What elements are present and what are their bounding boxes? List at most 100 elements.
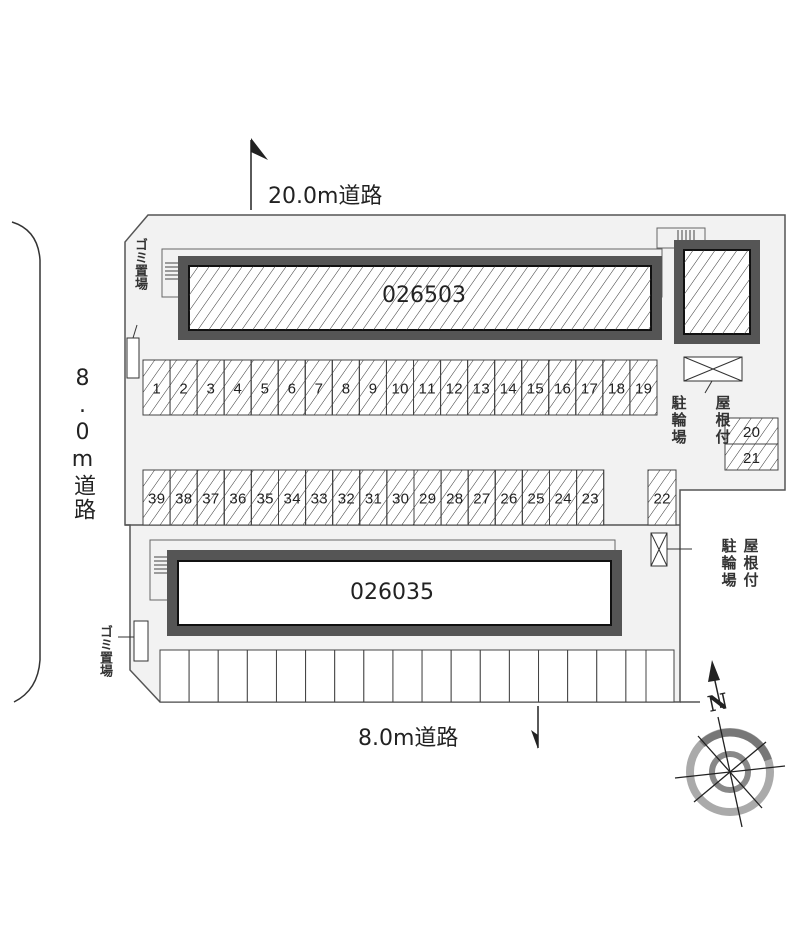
parking-slot-number: 17 — [581, 381, 598, 398]
parking-slot[interactable] — [508, 649, 540, 703]
bike-parking-top — [683, 356, 743, 394]
parking-slot-number: 29 — [419, 491, 436, 508]
parking-slot[interactable]: 1 — [142, 359, 171, 416]
parking-slot-box — [421, 649, 452, 703]
parking-slot-number: 13 — [473, 381, 490, 398]
parking-slot-number: 4 — [234, 381, 242, 398]
parking-slot-number: 16 — [554, 381, 571, 398]
stairs-icon — [154, 230, 695, 574]
parking-slot-box — [142, 469, 171, 526]
building-026035[interactable] — [167, 550, 622, 636]
parking-slot[interactable]: 12 — [440, 359, 469, 416]
parking-slot-number: 22 — [654, 491, 671, 508]
parking-slot[interactable]: 4 — [223, 359, 252, 416]
parking-slot[interactable]: 6 — [277, 359, 306, 416]
parking-slot[interactable]: 30 — [386, 469, 415, 526]
parking-slot[interactable]: 17 — [575, 359, 604, 416]
parking-slot[interactable]: 34 — [278, 469, 307, 526]
parking-slot-number: 34 — [284, 491, 301, 508]
parking-slot[interactable] — [188, 649, 219, 703]
parking-slot[interactable]: 29 — [413, 469, 442, 526]
parking-slot-box — [494, 469, 523, 526]
parking-slot[interactable]: 33 — [305, 469, 334, 526]
parking-slot-number: 3 — [206, 381, 214, 398]
parking-slot[interactable]: 5 — [250, 359, 279, 416]
parking-slot[interactable]: 13 — [467, 359, 496, 416]
parking-slot-number: 39 — [148, 491, 165, 508]
parking-slot-box — [159, 649, 190, 703]
parking-slot[interactable] — [538, 649, 569, 703]
parking-slot[interactable]: 8 — [331, 359, 360, 416]
parking-slot-number: 38 — [175, 491, 192, 508]
parking-slot-number: 27 — [473, 491, 490, 508]
parking-slot[interactable]: 7 — [304, 359, 333, 416]
parking-slot[interactable] — [450, 649, 481, 703]
parking-slot[interactable]: 27 — [467, 469, 496, 526]
parking-slot[interactable]: 24 — [549, 469, 578, 526]
parking-slot[interactable]: 11 — [413, 359, 442, 416]
parking-slot[interactable]: 25 — [521, 469, 551, 526]
parking-slot-number: 32 — [338, 491, 355, 508]
parking-slot[interactable] — [596, 649, 627, 703]
parking-slot[interactable]: 15 — [521, 359, 550, 416]
parking-slot[interactable]: 28 — [440, 469, 469, 526]
parking-slot-number: 7 — [315, 381, 323, 398]
parking-slot[interactable]: 14 — [494, 359, 523, 416]
parking-slot[interactable] — [159, 649, 190, 703]
parking-slot[interactable] — [334, 649, 365, 703]
parking-slot[interactable]: 31 — [359, 469, 388, 526]
parking-slot-number: 19 — [635, 381, 652, 398]
parking-slot[interactable]: 3 — [196, 359, 225, 416]
parking-slot[interactable]: 10 — [385, 359, 415, 416]
parking-slot[interactable] — [479, 649, 510, 703]
parking-slot[interactable]: 39 — [142, 469, 171, 526]
parking-slot-box — [479, 649, 510, 703]
parking-slot[interactable]: 26 — [494, 469, 523, 526]
parking-slot[interactable] — [275, 649, 307, 703]
parking-slot-number: 37 — [202, 491, 219, 508]
parking-slot-box — [467, 469, 496, 526]
parking-slot-box — [629, 359, 658, 416]
parking-slot-box — [521, 359, 550, 416]
parking-slot[interactable] — [305, 649, 336, 703]
parking-slot[interactable]: 16 — [548, 359, 577, 416]
parking-slot[interactable]: 36 — [223, 469, 252, 526]
parking-slot[interactable] — [645, 649, 675, 703]
parking-slot[interactable]: 18 — [602, 359, 631, 416]
parking-slot-box — [196, 469, 225, 526]
parking-slot[interactable]: 22 — [647, 469, 677, 526]
parking-slot[interactable] — [567, 649, 598, 703]
parking-slot[interactable]: 35 — [250, 469, 279, 526]
parking-slot-box — [217, 649, 248, 703]
parking-slot-box — [334, 649, 365, 703]
bike-parking-bottom — [650, 532, 692, 567]
parking-slot[interactable] — [421, 649, 452, 703]
building-label-026503: 026503 — [382, 283, 466, 308]
parking-slot[interactable] — [363, 649, 394, 703]
parking-slot[interactable]: 32 — [332, 469, 361, 526]
parking-slot[interactable] — [392, 649, 423, 703]
parking-slot-number: 26 — [500, 491, 517, 508]
parking-slot[interactable]: 20 — [724, 417, 779, 445]
road-label-west: 8.0m道路 — [70, 366, 95, 522]
parking-slot[interactable] — [246, 649, 277, 703]
parking-slot[interactable]: 38 — [169, 469, 198, 526]
entrance-arrow-south — [531, 706, 539, 749]
parking-slot-box — [386, 469, 415, 526]
parking-slot-number: 14 — [500, 381, 517, 398]
parking-slot[interactable] — [217, 649, 248, 703]
parking-slot[interactable]: 23 — [576, 469, 605, 526]
building-026503[interactable] — [178, 256, 662, 340]
parking-slot[interactable]: 2 — [169, 359, 198, 416]
parking-slot-box — [385, 359, 415, 416]
building-label-026035: 026035 — [350, 580, 434, 605]
parking-slot[interactable]: 9 — [358, 359, 387, 416]
parking-slot-box — [645, 649, 675, 703]
garbage-box-bottom — [133, 620, 149, 662]
parking-slot[interactable]: 37 — [196, 469, 225, 526]
parking-slot-box — [169, 469, 198, 526]
garbage-box-top — [126, 337, 140, 379]
parking-slot[interactable]: 21 — [724, 443, 779, 471]
parking-slot[interactable]: 19 — [629, 359, 658, 416]
parking-slot-box — [440, 469, 469, 526]
